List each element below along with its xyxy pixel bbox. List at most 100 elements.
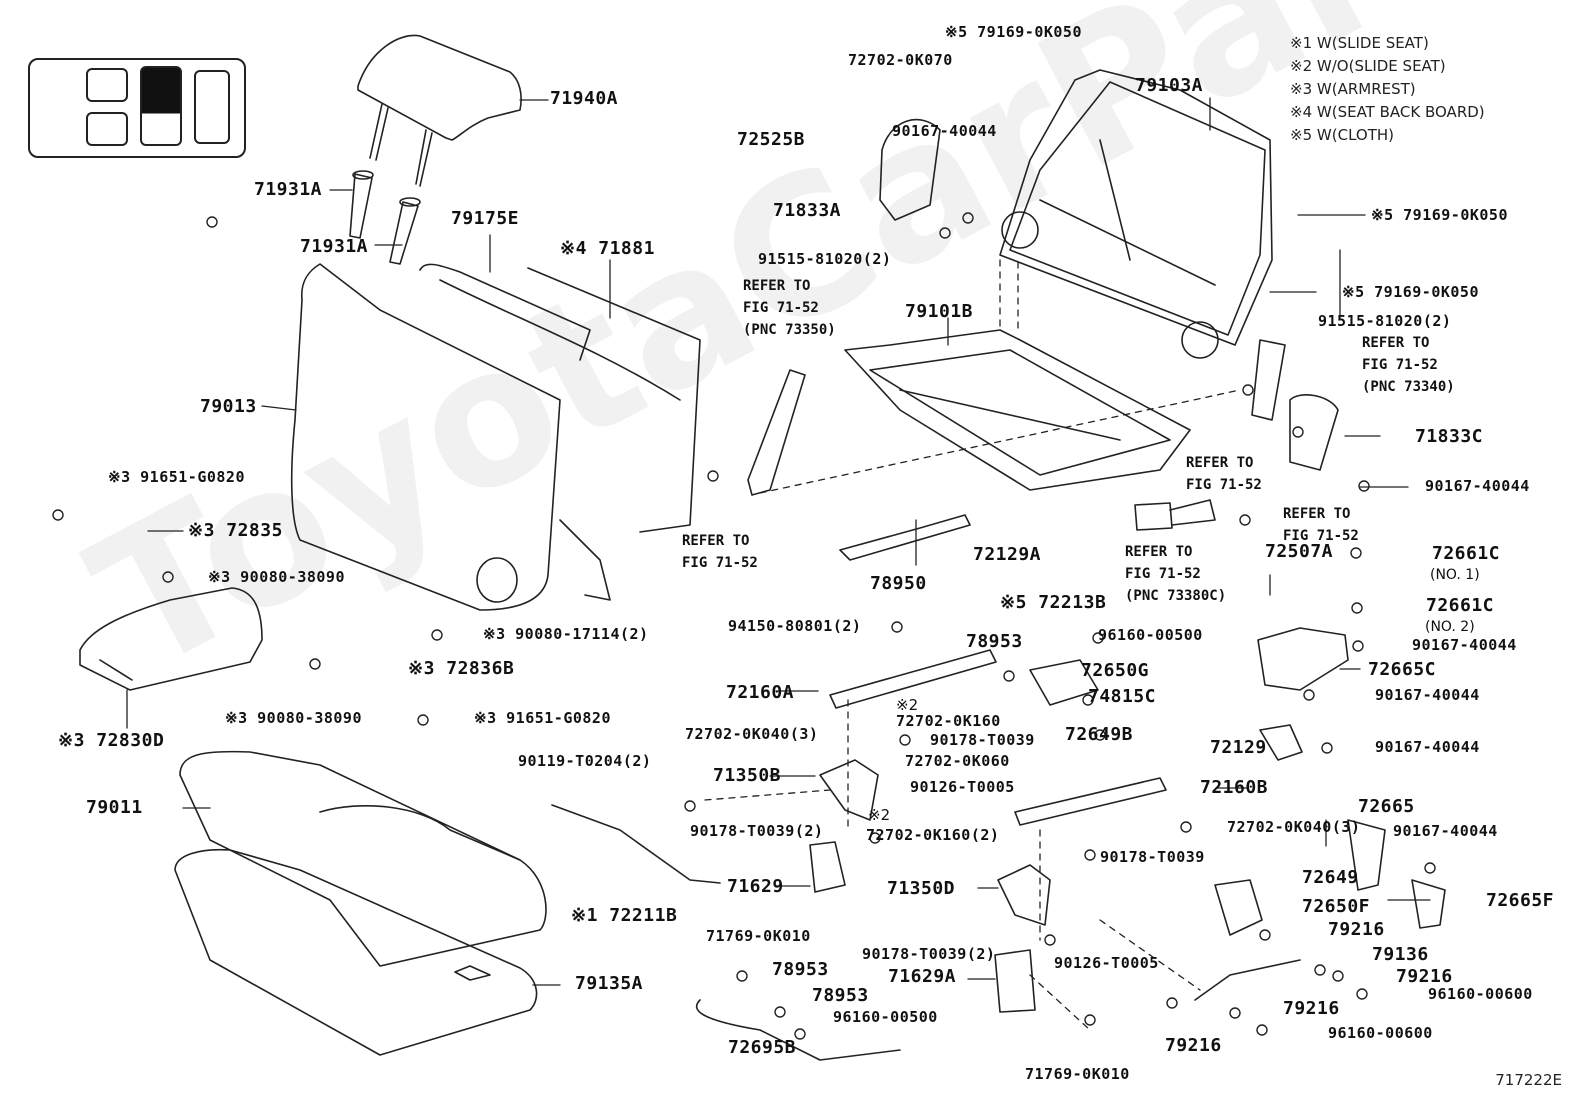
part-label[interactable]: 96160-00500 <box>1098 626 1203 644</box>
part-label[interactable]: 79011 <box>86 797 143 818</box>
part-label[interactable]: 72702-0K040(3) <box>1227 818 1361 836</box>
part-label[interactable]: 72650F <box>1302 896 1371 917</box>
part-label[interactable]: ※5 79169-0K050 <box>1342 283 1479 301</box>
part-label[interactable]: 90167-40044 <box>892 122 997 140</box>
part-label[interactable]: 90167-40044 <box>1375 738 1480 756</box>
part-label[interactable]: 90167-40044 <box>1412 636 1517 654</box>
part-label[interactable]: ※3 91651-G0820 <box>108 468 245 486</box>
part-label[interactable]: 72661C <box>1432 543 1501 564</box>
part-label[interactable]: 91515-81020(2) <box>758 250 892 268</box>
part-label[interactable]: 71629A <box>888 966 957 987</box>
part-label[interactable]: 78950 <box>870 573 927 594</box>
part-label[interactable]: 90167-40044 <box>1375 686 1480 704</box>
armrest-drawing <box>79 587 263 691</box>
part-label[interactable]: 79136 <box>1372 944 1429 965</box>
reference-note[interactable]: REFER TO FIG 71-52 <box>1186 455 1262 493</box>
part-label[interactable]: 79175E <box>451 208 520 229</box>
part-label[interactable]: 72665C <box>1368 659 1437 680</box>
part-label[interactable]: 79103A <box>1135 75 1204 96</box>
part-label[interactable]: 72129A <box>973 544 1042 565</box>
part-label[interactable]: 90178-T0039 <box>1100 848 1205 866</box>
part-label[interactable]: 72525B <box>737 129 806 150</box>
part-label[interactable]: 90167-40044 <box>1393 822 1498 840</box>
part-label[interactable]: 96160-00500 <box>833 1008 938 1026</box>
part-label[interactable]: ※3 72835 <box>188 520 283 541</box>
part-label[interactable]: ※3 90080-38090 <box>225 709 362 727</box>
part-label[interactable]: 71769-0K010 <box>1025 1065 1130 1083</box>
part-label[interactable]: ※5 79169-0K050 <box>945 23 1082 41</box>
part-label[interactable]: 96160-00600 <box>1328 1024 1433 1042</box>
part-label[interactable]: ※3 72830D <box>58 730 165 751</box>
part-label[interactable]: 72702-0K160 <box>896 712 1001 730</box>
legend-item: ※3 W(ARMREST) <box>1290 80 1416 98</box>
part-label[interactable]: 71629 <box>727 876 784 897</box>
part-label[interactable]: 79216 <box>1328 919 1385 940</box>
legend-item: ※1 W(SLIDE SEAT) <box>1290 34 1429 52</box>
part-label[interactable]: 72702-0K060 <box>905 752 1010 770</box>
part-label[interactable]: 78953 <box>966 631 1023 652</box>
part-label[interactable]: 79135A <box>575 973 644 994</box>
part-label[interactable]: ※5 72213B <box>1000 592 1107 613</box>
part-label[interactable]: 79101B <box>905 301 974 322</box>
part-label[interactable]: 71769-0K010 <box>706 927 811 945</box>
part-label[interactable]: 71833A <box>773 200 842 221</box>
part-label[interactable]: 90126-T0005 <box>1054 954 1159 972</box>
part-label[interactable]: 78953 <box>772 959 829 980</box>
part-label[interactable]: 72160B <box>1200 777 1269 798</box>
part-label[interactable]: 90119-T0204(2) <box>518 752 652 770</box>
reference-note[interactable]: REFER TO FIG 71-52 (PNC 73380C) <box>1125 544 1227 604</box>
part-label[interactable]: 72650G <box>1081 660 1150 681</box>
part-label[interactable]: 71833C <box>1415 426 1484 447</box>
part-label[interactable]: 72665F <box>1486 890 1555 911</box>
part-label[interactable]: 72665 <box>1358 796 1415 817</box>
reference-note[interactable]: REFER TO FIG 71-52 <box>682 533 758 571</box>
part-label[interactable]: 72702-0K070 <box>848 51 953 69</box>
part-label[interactable]: 94150-80801(2) <box>728 617 862 635</box>
part-label[interactable]: 79216 <box>1165 1035 1222 1056</box>
part-label[interactable]: 74815C <box>1088 686 1157 707</box>
part-label[interactable]: 96160-00600 <box>1428 985 1533 1003</box>
part-label[interactable]: 71350B <box>713 765 782 786</box>
part-label[interactable]: ※3 72836B <box>408 658 515 679</box>
part-label[interactable]: 90178-T0039(2) <box>690 822 824 840</box>
locator-rear-right-seat <box>194 70 230 144</box>
part-label[interactable]: ※5 79169-0K050 <box>1371 206 1508 224</box>
part-label[interactable]: 72649 <box>1302 867 1359 888</box>
part-label[interactable]: 90167-40044 <box>1425 477 1530 495</box>
part-label[interactable]: 71940A <box>550 88 619 109</box>
part-label[interactable]: 79216 <box>1396 966 1453 987</box>
part-label[interactable]: 72702-0K160(2) <box>866 826 1000 844</box>
part-label[interactable]: 78953 <box>812 985 869 1006</box>
part-sublabel: (NO. 1) <box>1430 567 1480 583</box>
part-label[interactable]: 72507A <box>1265 541 1334 562</box>
part-label[interactable]: ※1 72211B <box>571 905 678 926</box>
part-label[interactable]: 91515-81020(2) <box>1318 312 1452 330</box>
part-label[interactable]: 90178-T0039 <box>930 731 1035 749</box>
part-label[interactable]: 71931A <box>254 179 323 200</box>
part-label[interactable]: 79013 <box>200 396 257 417</box>
part-label[interactable]: 72129 <box>1210 737 1267 758</box>
part-label[interactable]: 90126-T0005 <box>910 778 1015 796</box>
part-label[interactable]: 72695B <box>728 1037 797 1058</box>
figure-number: 717222E <box>1495 1071 1562 1089</box>
assembly-dashed-lines <box>704 259 1241 1031</box>
part-label[interactable]: 72160A <box>726 682 795 703</box>
reference-note[interactable]: REFER TO FIG 71-52 (PNC 73350) <box>743 278 836 338</box>
locator-front-left-seat <box>86 68 128 102</box>
part-label[interactable]: 72702-0K040(3) <box>685 725 819 743</box>
part-label[interactable]: 79216 <box>1283 998 1340 1019</box>
part-label[interactable]: 71931A <box>300 236 369 257</box>
part-label[interactable]: ※3 90080-17114(2) <box>483 625 649 643</box>
part-label[interactable]: 72649B <box>1065 724 1134 745</box>
reference-note[interactable]: REFER TO FIG 71-52 (PNC 73340) <box>1362 335 1455 395</box>
part-label[interactable]: 90178-T0039(2) <box>862 945 996 963</box>
seat-locator-diagram <box>28 58 246 158</box>
part-label[interactable]: ※3 91651-G0820 <box>474 709 611 727</box>
legend-item: ※5 W(CLOTH) <box>1290 126 1394 144</box>
part-label[interactable]: 72661C <box>1426 595 1495 616</box>
reference-note[interactable]: REFER TO FIG 71-52 <box>1283 506 1359 544</box>
part-label[interactable]: 71350D <box>887 878 956 899</box>
part-label[interactable]: ※3 90080-38090 <box>208 568 345 586</box>
part-label[interactable]: ※4 71881 <box>560 238 655 259</box>
